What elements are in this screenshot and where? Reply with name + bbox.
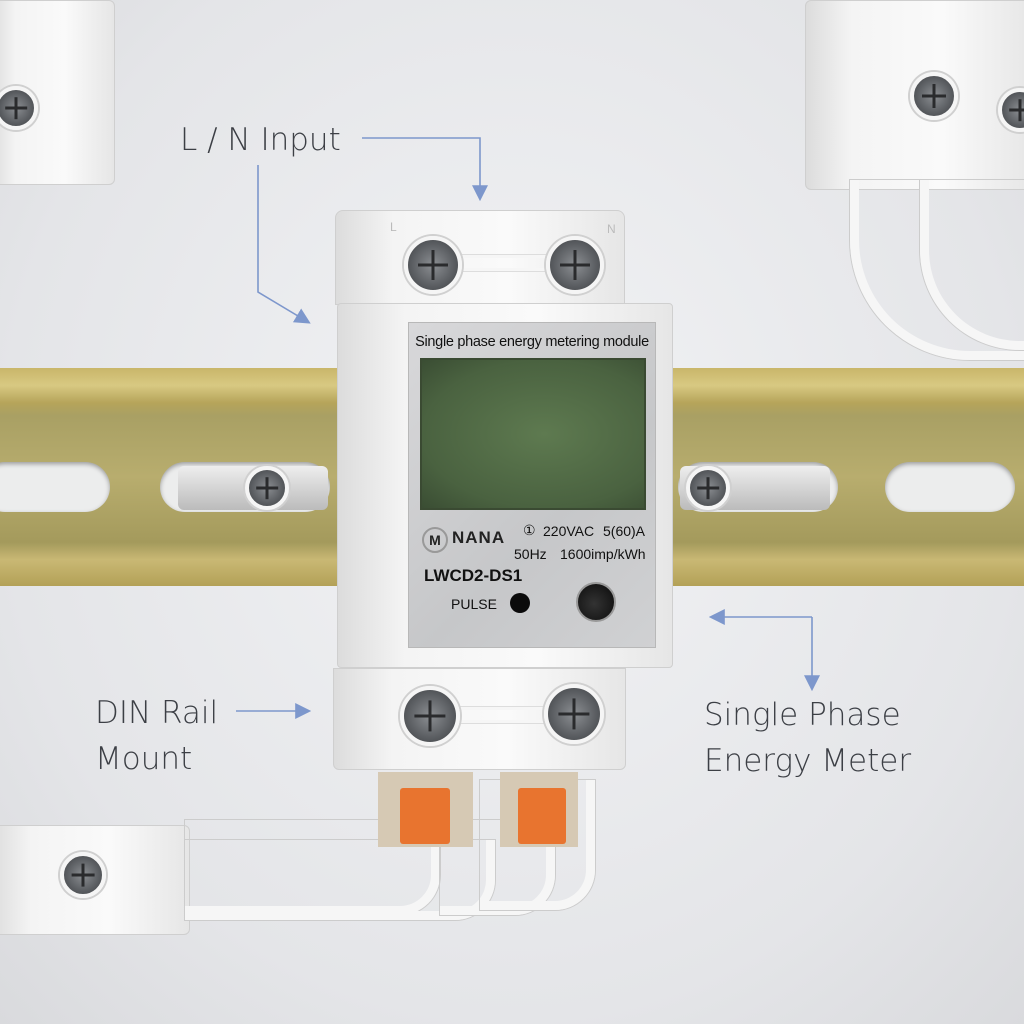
label-din-rail-mount: DIN Rail Mount [95, 690, 218, 782]
brand-name: NANA [452, 528, 506, 547]
arrow-ln-input-top [362, 137, 488, 202]
arrow-ln-input-side [257, 165, 311, 324]
rail-slot [885, 462, 1015, 512]
label-ln-input: L / N Input [180, 122, 341, 158]
current-rating: 5(60)A [603, 523, 646, 539]
screw-icon [686, 466, 730, 510]
brand-logo: M [422, 527, 448, 553]
screw-icon [546, 236, 604, 294]
label-din-rail-line1: DIN Rail [95, 695, 219, 731]
screw-icon [544, 684, 604, 744]
rail-slot [0, 462, 110, 512]
pulse-led [510, 593, 530, 613]
label-meter-line1: Single Phase [704, 697, 901, 733]
terminal-label-l: L [390, 220, 397, 234]
cable [850, 180, 1024, 360]
voltage-rating: 220VAC [543, 523, 595, 539]
model-number: LWCD2-DS1 [424, 566, 523, 585]
screw-icon [245, 466, 289, 510]
meter-constant: 1600imp/kWh [560, 546, 646, 562]
cable [185, 820, 440, 915]
wire-connector-lever [400, 788, 450, 844]
terminal-label-n: N [607, 222, 616, 236]
frequency-rating: 50Hz [514, 546, 547, 562]
accuracy-class: ① [523, 522, 536, 538]
reset-button[interactable] [576, 582, 616, 622]
label-meter-line2: Energy Meter [704, 743, 912, 779]
screw-icon [400, 686, 460, 746]
pulse-label: PULSE [451, 596, 497, 612]
screw-icon [0, 86, 38, 130]
lcd-display [420, 358, 646, 510]
wire-connector-lever [518, 788, 566, 844]
cable [440, 820, 555, 915]
cable [480, 780, 595, 910]
screw-icon [910, 72, 958, 120]
meter-header: Single phase energy metering module [415, 334, 649, 350]
label-single-phase-meter: Single Phase Energy Meter [704, 692, 911, 784]
label-din-rail-line2: Mount [95, 741, 193, 777]
screw-icon [60, 852, 106, 898]
screw-icon [404, 236, 462, 294]
